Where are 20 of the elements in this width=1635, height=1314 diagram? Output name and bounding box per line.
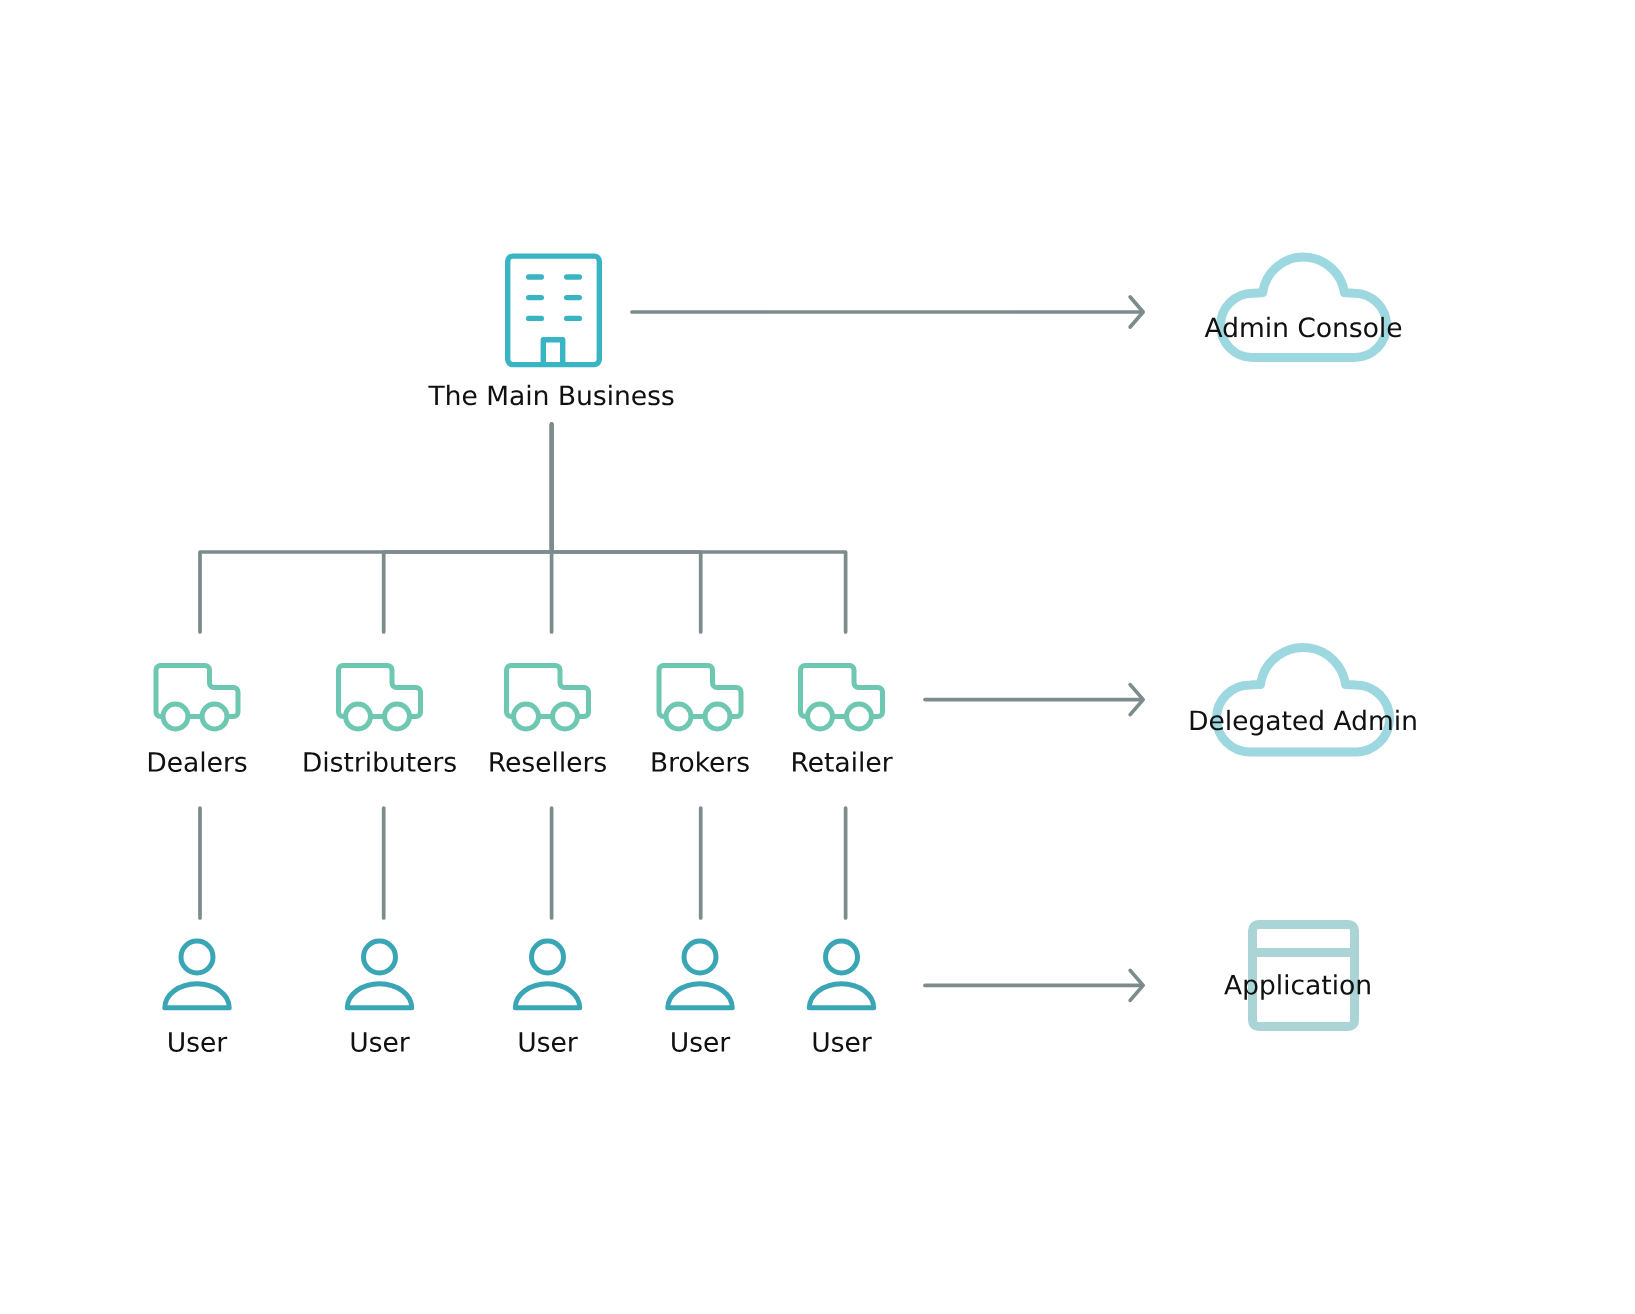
node-label: Brokers [652, 751, 749, 772]
node-label: User [351, 1032, 410, 1052]
connector-line [698, 806, 703, 920]
node-label: Distributers [304, 751, 456, 772]
node-label: The Main Business [428, 384, 674, 406]
connector-line [198, 806, 202, 920]
connector-line [381, 806, 386, 920]
node-label: User [672, 1032, 731, 1052]
arrow [630, 295, 1145, 329]
node-label: User [519, 1032, 578, 1052]
connector-line [843, 806, 848, 920]
node-label: Retailer [793, 751, 893, 772]
arrow [923, 968, 1145, 1003]
node-label: User [169, 1032, 228, 1052]
connector-line [549, 422, 848, 634]
node-label: Dealers [148, 751, 247, 772]
node-label: Resellers [490, 751, 606, 772]
connector-line [549, 806, 554, 920]
node-label: User [813, 1032, 872, 1052]
arrow [923, 682, 1145, 717]
